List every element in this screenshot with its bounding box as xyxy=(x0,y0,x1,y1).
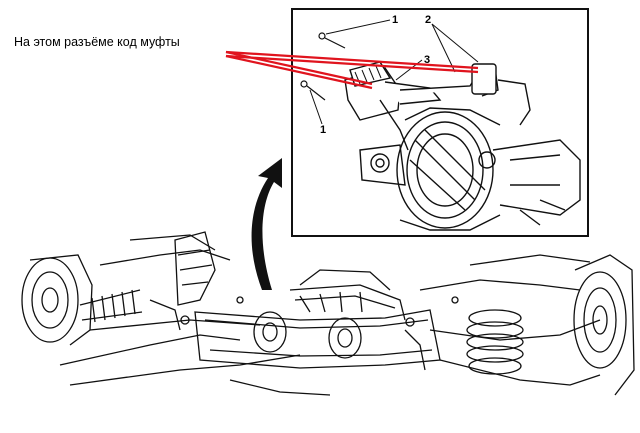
callout-1-top: 1 xyxy=(392,14,399,26)
annotation-pointer-lines xyxy=(225,50,479,90)
callout-2: 2 xyxy=(425,14,432,26)
annotation-note: На этом разъёме код муфты xyxy=(14,35,180,49)
callout-3: 3 xyxy=(424,54,431,66)
inset-pointer-arrow xyxy=(251,158,282,290)
fastener-screws xyxy=(300,32,346,101)
main-axle-assembly xyxy=(21,231,635,396)
differential-detail xyxy=(359,107,581,231)
callout-1-left: 1 xyxy=(320,124,327,136)
connector-module xyxy=(344,61,531,151)
